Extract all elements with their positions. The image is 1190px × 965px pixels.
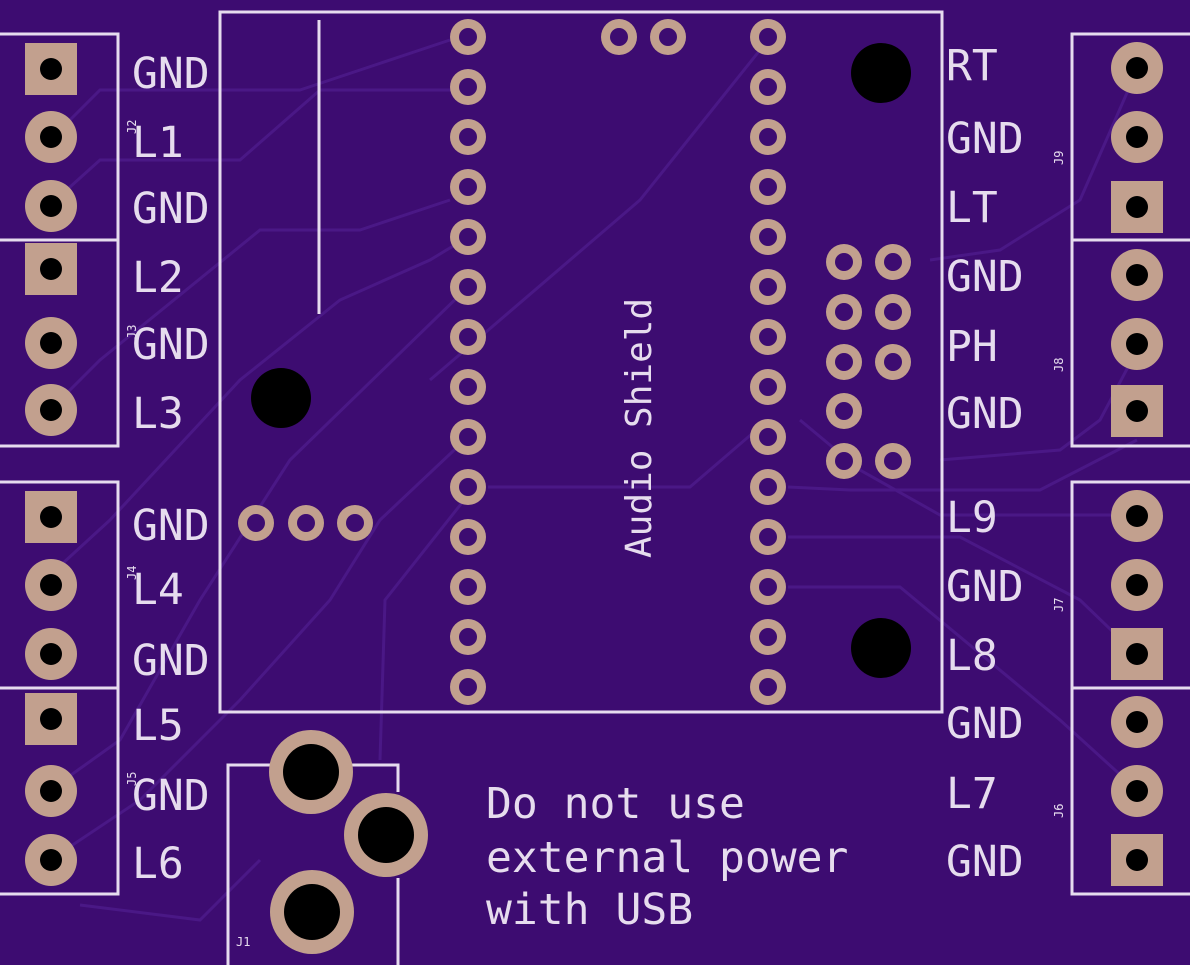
header-left-column	[450, 19, 486, 705]
power-jack-outline	[226, 763, 270, 965]
pin-label: RT	[946, 41, 998, 91]
three-pin-header	[238, 505, 373, 541]
ref-designator: J7	[1052, 598, 1066, 612]
ref-designator: J3	[125, 325, 139, 339]
pin-label: PH	[946, 322, 998, 372]
mounting-hole	[851, 43, 911, 103]
ref-designator: J6	[1052, 804, 1066, 818]
pin-label: GND	[132, 49, 210, 99]
pin-label: L6	[132, 839, 184, 889]
right-pin-labels: RT GND LT GND PH GND L9 GND L8 GND L7 GN…	[946, 41, 1024, 887]
pin-label: GND	[132, 501, 210, 551]
mounting-hole	[851, 618, 911, 678]
mounting-hole	[251, 368, 311, 428]
connector-j6-outline	[1070, 686, 1190, 896]
note-line: external power	[486, 833, 848, 883]
reference-designators: J2 J3 J4 J5 J9 J8 J7 J6 J1	[125, 120, 1066, 949]
pin-label: GND	[946, 562, 1024, 612]
pin-label: L2	[132, 253, 184, 303]
silkscreen-outlines	[0, 10, 1190, 965]
note-line: Do not use	[486, 779, 745, 829]
left-pin-labels: GND L1 GND L2 GND L3 GND L4 GND L5 GND L…	[132, 49, 210, 889]
left-connector-pads	[25, 43, 77, 886]
audio-shield-outline	[218, 10, 944, 714]
pin-label: GND	[946, 252, 1024, 302]
pin-label: GND	[946, 114, 1024, 164]
connector-j3-outline	[0, 238, 120, 448]
ref-designator: J4	[125, 566, 139, 580]
connector-j8-outline	[1070, 238, 1190, 448]
pin-label: L1	[132, 118, 184, 168]
pin-label: L4	[132, 565, 184, 615]
pin-label: L8	[946, 631, 998, 681]
pin-label: GND	[132, 320, 210, 370]
header-right-column	[750, 19, 786, 705]
pin-label: GND	[132, 636, 210, 686]
note-line: with USB	[486, 885, 693, 935]
icsp-header	[826, 244, 911, 479]
ref-designator: J1	[236, 935, 250, 949]
ref-designator: J8	[1052, 358, 1066, 372]
pin-label: GND	[946, 837, 1024, 887]
ref-designator: J9	[1052, 151, 1066, 165]
pin-label: GND	[132, 184, 210, 234]
pin-label: L7	[946, 769, 998, 819]
pin-label: LT	[946, 183, 998, 233]
pin-label: L3	[132, 389, 184, 439]
power-jack-outline-right	[352, 763, 400, 792]
mounting-holes	[251, 43, 911, 678]
ref-designator: J2	[125, 120, 139, 134]
pin-label: GND	[946, 389, 1024, 439]
pin-label: L9	[946, 493, 998, 543]
shield-label: Audio Shield	[619, 298, 660, 558]
pin-label: GND	[132, 771, 210, 821]
right-connector-pads	[1111, 42, 1163, 886]
copper-traces	[48, 38, 1139, 922]
pin-label: L5	[132, 701, 184, 751]
power-jack-pads	[269, 730, 428, 954]
ref-designator: J5	[125, 772, 139, 786]
pin-label: GND	[946, 699, 1024, 749]
connector-j5-outline	[0, 686, 120, 896]
power-warning-note: Do not use external power with USB	[486, 779, 848, 935]
top-pin-pair	[601, 19, 686, 55]
